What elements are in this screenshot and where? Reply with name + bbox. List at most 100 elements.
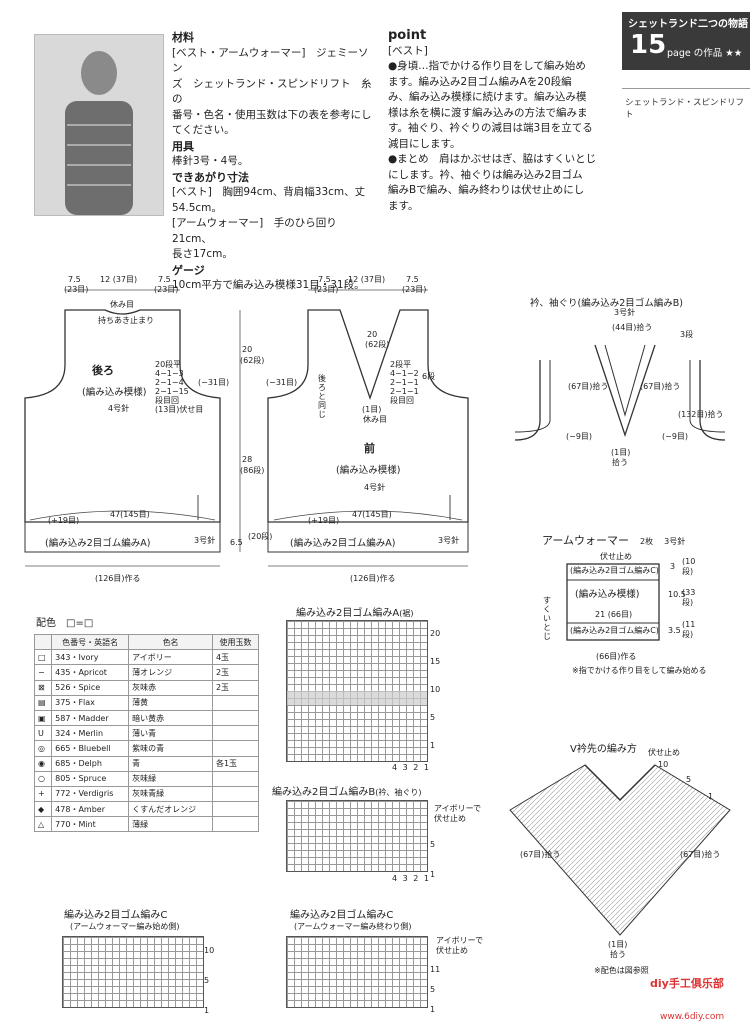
point-line: ●まとめ 肩はかぶせはぎ、脇はすくいとじ (388, 153, 597, 165)
back-rib: (編み込み2目ゴム編みA) (45, 538, 151, 549)
color-name: くすんだオレンジ (128, 801, 213, 818)
point-line: 編みBで編み、編み終わりは伏せ止めにし (388, 184, 585, 196)
size-line: 54.5cm。 (172, 201, 222, 214)
watermark-site: diy手工俱乐部 (650, 977, 724, 990)
chart-c-grid (62, 936, 204, 1008)
series-banner: シェットランド二つの物語 15 page の作品 ★★ (622, 12, 750, 70)
color-sym: △ (33, 816, 53, 833)
front-diagram (267, 289, 469, 567)
color-code: 772・Verdigris (51, 785, 130, 803)
material-line: [ベスト・アームウォーマー] ジェミーソン (172, 46, 369, 75)
arm-rib: (編み込み2目ゴム編みC) (570, 626, 659, 635)
point-line: 減目にします。 (388, 137, 461, 150)
neck-c: (67目)拾う (568, 382, 609, 391)
color-use (211, 801, 260, 818)
back-diagram (24, 289, 241, 567)
material-line: てください。 (172, 124, 235, 136)
front-center: 休み目 (363, 415, 387, 424)
color-use: 2玉 (211, 664, 260, 681)
back-height: (62段) (240, 356, 265, 365)
color-code: 587・Madder (51, 709, 130, 727)
color-code: 324・Merlin (51, 725, 130, 742)
vneck-n: 10 (658, 760, 669, 769)
neck-e: (132目)拾う (678, 410, 724, 419)
color-code: 375・Flax (51, 694, 130, 711)
arm-h: 3 (670, 562, 676, 571)
front-pattern: (編み込み模様) (336, 465, 401, 476)
color-sym: ◆ (33, 801, 53, 818)
point-line: [ベスト] (388, 44, 428, 57)
color-name: 灰味青緑 (128, 785, 213, 803)
color-name: 薄い青 (128, 725, 213, 742)
arm-diagram (566, 563, 660, 641)
front-rib: (編み込み2目ゴム編みA) (290, 538, 396, 549)
point-line: 様は糸を横に渡す編み込みの方法で編みま (388, 106, 588, 119)
page-number: 15 (630, 30, 667, 60)
color-code: 805・Spruce (51, 770, 130, 787)
back-rest: 休み目 (110, 300, 134, 309)
vneck-n: 1 (708, 792, 714, 801)
color-use (211, 740, 260, 757)
color-name: 薄黄 (128, 694, 213, 711)
arm-h: (33段) (682, 588, 696, 607)
color-sym: □ (33, 649, 53, 666)
gauge-text: 10cm平方で編み込み模様31目・31段。 (172, 279, 365, 291)
size-line: [アームウォーマー] 手のひら回り21cm、 (172, 217, 337, 245)
color-sym: + (33, 785, 53, 803)
arm-fuse: 伏せ止め (600, 552, 632, 561)
vneck-c: (1目) (608, 940, 628, 949)
color-name: 紫味の青 (128, 740, 213, 757)
color-sym: ▤ (33, 694, 53, 711)
front-dec-r: 6段 (422, 372, 436, 381)
color-use (211, 770, 260, 787)
color-sym: U (33, 725, 53, 742)
arm-h: (11段) (682, 620, 696, 639)
chart-b-note: アイボリーで伏せ止め (434, 804, 482, 823)
front-rib-needle: 3号針 (438, 536, 460, 545)
vneck-diagram (509, 764, 731, 936)
tool-heading: 用具 (172, 139, 194, 153)
front-needle: 4号針 (364, 483, 386, 492)
back-mark: 持ちあき止まり (98, 316, 154, 325)
back-needle: 4号針 (108, 404, 130, 413)
point-section: point [ベスト] ●身頃…指でかける作り目をして編み始め ます。編み込み2… (388, 28, 618, 214)
neck-diagram (514, 344, 726, 441)
color-sym: ⊠ (33, 679, 53, 696)
front-dim: (23目) (402, 285, 427, 294)
front-width: 47(145目) (352, 510, 392, 519)
color-name: 薄緑 (128, 816, 213, 833)
material-line: 番号・色名・使用玉数は下の表を参考にし (172, 108, 372, 121)
arm-title: アームウォーマー 2枚 3号針 (542, 534, 686, 547)
yarn-subtitle: シェットランド・スピンドリフト (625, 98, 745, 120)
chart-b-grid (286, 800, 428, 872)
front-v: 20 (367, 330, 378, 339)
color-code: 478・Amber (51, 801, 130, 818)
arm-pattern: (編み込み模様) (575, 589, 640, 600)
size-line: [ベスト] 胸囲94cm、背肩幅33cm、丈 (172, 186, 366, 198)
chart-c-sub: (アームウォーマー編み始め側) (70, 922, 180, 931)
arm-width: 21 (66目) (595, 610, 633, 619)
chart-a-grid (286, 620, 428, 762)
model-figure-icon (65, 51, 133, 215)
color-title: 配色 □=□ (36, 618, 94, 629)
vneck-r: (67目)拾う (680, 850, 721, 859)
chart-c-title: 編み込み2目ゴム編みC (64, 910, 168, 921)
vneck-n: 5 (686, 775, 692, 784)
color-code: 685・Delph (51, 755, 130, 772)
front-title: 前 (364, 442, 375, 455)
chart-b-cols: 4 3 2 1 (392, 874, 430, 883)
gauge-heading: ゲージ (172, 263, 205, 277)
color-code: 770・Mint (51, 816, 130, 833)
vneck-fuse: 伏せ止め (648, 748, 680, 757)
front-side: (−31目) (266, 378, 298, 387)
